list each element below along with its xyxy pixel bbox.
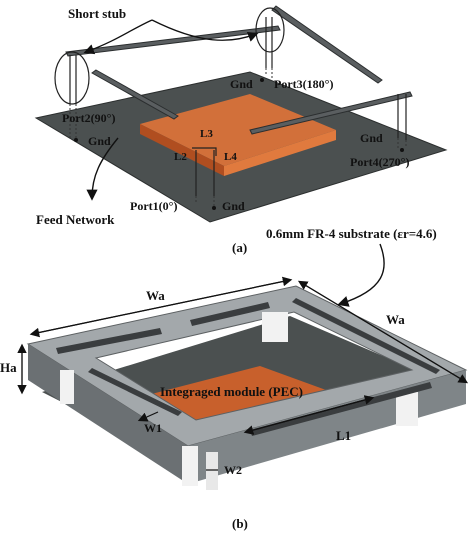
- ha-label: Ha: [0, 360, 17, 375]
- gnd-left-label: Gnd: [88, 134, 111, 148]
- port3-label: Port3(180°): [274, 77, 333, 91]
- l4-label: L4: [224, 151, 237, 163]
- wa-right-label: Wa: [386, 312, 405, 327]
- substrate-arrow: [337, 243, 385, 307]
- short-stub-label: Short stub: [68, 6, 126, 21]
- port2-label: Port2(90°): [62, 111, 115, 125]
- w1-label: W1: [144, 421, 162, 435]
- detail-circle-top: [255, 7, 285, 53]
- module-label: Integraged module (PEC): [160, 384, 303, 399]
- w2-label: W2: [224, 463, 242, 477]
- dimension-lines: [17, 276, 469, 471]
- feed-network-label: Feed Network: [36, 212, 115, 227]
- port1-label: Port1(0°): [130, 199, 177, 213]
- short-stub-leader: [83, 19, 153, 55]
- substrate-label: 0.6mm FR-4 substrate (εr=4.6): [266, 226, 437, 241]
- feed-network-arrow: [86, 137, 119, 201]
- gnd-bottom-label: Gnd: [222, 199, 245, 213]
- short-stub-leader-2: [151, 19, 259, 42]
- caption-a: (a): [232, 240, 247, 255]
- gnd-right-label: Gnd: [360, 131, 383, 145]
- l3-label: L3: [200, 128, 213, 140]
- port-dots-a: [74, 78, 404, 210]
- caption-b: (b): [232, 516, 248, 531]
- wa-top-label: Wa: [146, 288, 165, 303]
- stub-pins-a: [69, 17, 407, 196]
- port4-label: Port4(270°): [350, 155, 409, 169]
- integrated-module-a: [140, 94, 336, 176]
- frame-strips: [56, 298, 440, 436]
- dashed-guides-a: [69, 68, 407, 208]
- detail-circle-left: [54, 51, 90, 105]
- frame-sides: [28, 312, 466, 490]
- radiating-strips-a: [65, 5, 413, 135]
- figure-b: 0.6mm FR-4 substrate (εr=4.6): [0, 226, 469, 531]
- l2-label: L2: [174, 151, 187, 163]
- figure-a: Short stub Gnd Port3(180°) Port2(90°) Gn…: [34, 5, 448, 255]
- l1-label: L1: [336, 428, 351, 443]
- gnd-top-label: Gnd: [230, 77, 253, 91]
